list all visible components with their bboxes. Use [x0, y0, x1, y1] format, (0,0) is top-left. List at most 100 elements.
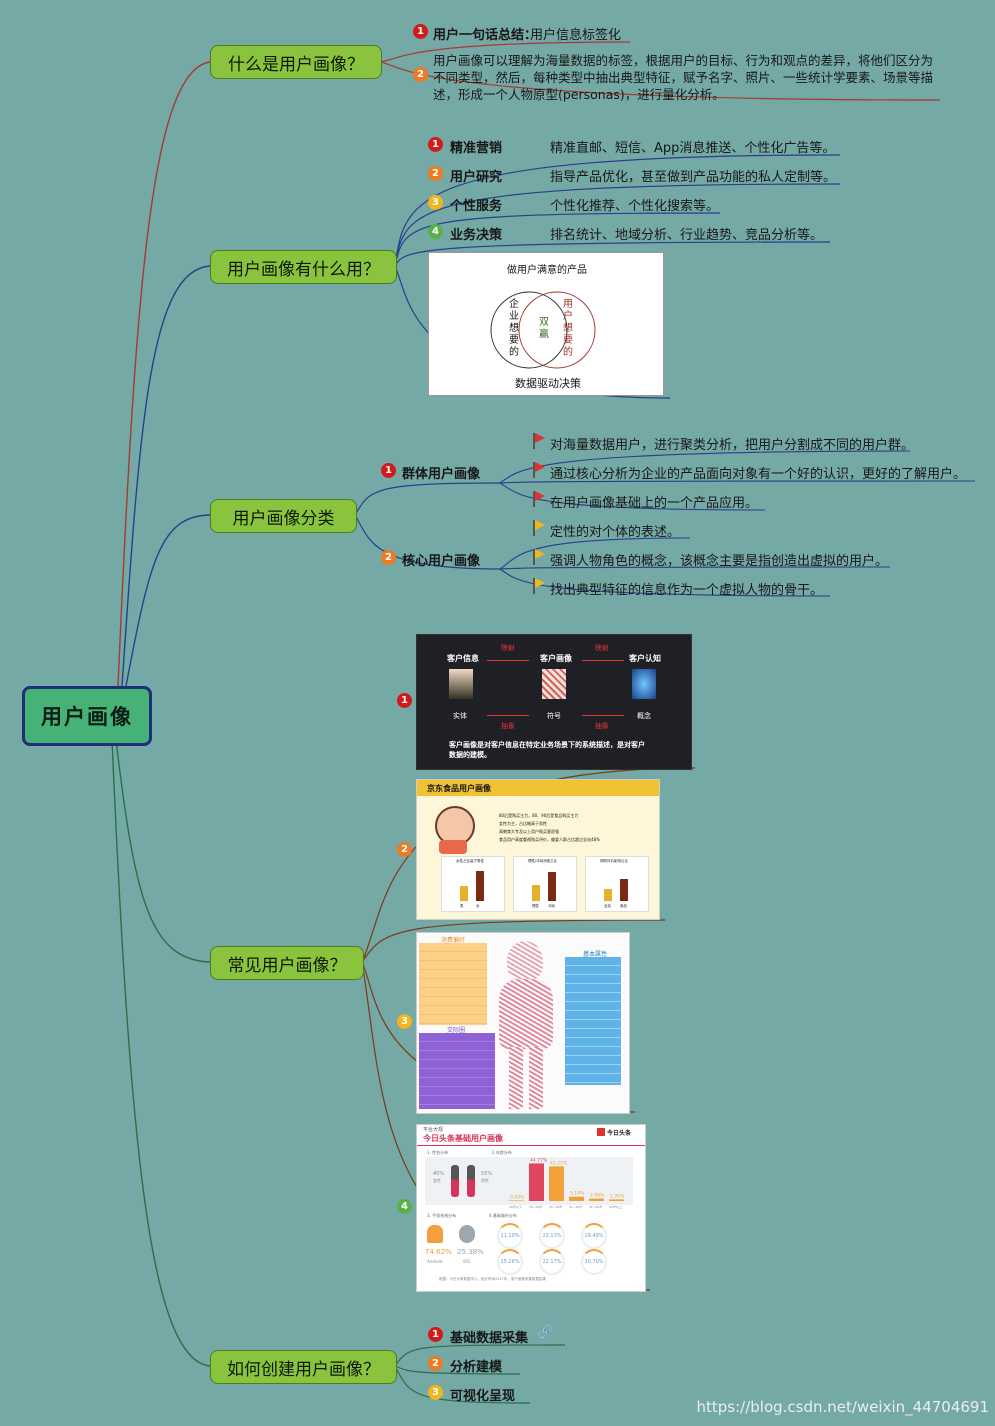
img4-header: 平台大观: [423, 1127, 444, 1133]
what-item1-label: 用户一句话总结：: [433, 28, 538, 43]
category-item: 找出典型特征的信息作为一个虚拟人物的骨干。: [550, 583, 824, 598]
img1-bottom: 符号: [547, 712, 561, 720]
jd-food-profile-image[interactable]: 京东食品用户画像 80后是购买主力，80、90后是食品购买主力 女性为主，占比略…: [416, 779, 660, 920]
number-badge: 4: [397, 1199, 412, 1214]
red-flag-icon: [532, 491, 546, 507]
age-bar-value: 5.14%: [570, 1191, 585, 1197]
age-bar-label: 18~24岁: [529, 1204, 542, 1209]
watermark: https://blog.csdn.net/weixin_44704691: [696, 1398, 989, 1416]
red-flag-icon: [532, 433, 546, 449]
branch-usage[interactable]: 用户画像有什么用？: [210, 250, 397, 284]
age-bar: [529, 1163, 544, 1201]
jd-bar-label: 理性: [532, 904, 539, 908]
category-item: 对海量数据用户，进行聚类分析，把用户分割成不同的用户群。: [550, 438, 915, 453]
persona-body-image[interactable]: 消费偏好 交际圈 基本属性: [416, 932, 630, 1114]
link-icon[interactable]: 🔗: [537, 1325, 554, 1340]
jd-chart-title: 网购评价影响占比: [600, 859, 628, 863]
number-badge: 2: [381, 550, 396, 565]
jd-bar: [532, 885, 540, 901]
jd-bar-label: 全站: [604, 904, 611, 908]
android-icon: [427, 1225, 443, 1243]
img4-female-label: 女性: [433, 1178, 441, 1183]
img1-arrow-label: 映射: [501, 644, 515, 652]
img4-android-label: Android: [427, 1259, 443, 1264]
img1-top: 客户画像: [540, 654, 572, 663]
img4-ios-label: iOS: [463, 1259, 470, 1264]
number-badge: 3: [428, 195, 443, 210]
branch-category[interactable]: 用户画像分类: [210, 499, 357, 533]
img2-bullet: 食品用户高度重视购买评价，偏爱人群占比超过全站48%: [499, 837, 600, 842]
number-badge: 1: [413, 24, 428, 39]
img1-arrow-label: 抽象: [595, 722, 609, 730]
use-item-desc: 排名统计、地域分析、行业趋势、竞品分析等。: [550, 228, 824, 243]
category-item: 通过核心分析为企业的产品面向对象有一个好的认识，更好的了解用户。: [550, 467, 967, 482]
central-topic[interactable]: 用户画像: [22, 686, 152, 746]
number-badge: 3: [428, 1385, 443, 1400]
jd-bar: [620, 879, 628, 901]
use-item-desc: 指导产品优化，甚至做到产品功能的私人定制等。: [550, 170, 837, 185]
img4-ios: 25.38%: [457, 1248, 484, 1256]
branch-create[interactable]: 如何创建用户画像？: [210, 1350, 397, 1384]
number-badge: 1: [428, 1327, 443, 1342]
toutiao-profile-image[interactable]: 平台大观 今日头条基础用户画像 今日头条 1. 性别分布 2.年龄分布 45% …: [416, 1124, 646, 1292]
what-item1-text: 用户信息标签化: [530, 28, 622, 43]
create-step: 基础数据采集: [450, 1331, 529, 1346]
jd-bar: [460, 885, 468, 901]
img1-arrow-label: 映射: [595, 644, 609, 652]
customer-profile-image[interactable]: 客户信息 客户画像 客户认知 映射 映射 实体 符号 概念 抽象 抽象 客户画像…: [416, 634, 692, 770]
img2-bullet: 80后是购买主力，80、90后是食品购买主力: [499, 813, 579, 818]
city-ring: 22.17%: [539, 1249, 565, 1275]
age-bar: [549, 1166, 564, 1201]
jd-mini-chart: 女性占比高于男性男女: [441, 856, 505, 912]
venn-diagram-image[interactable]: 做用户满意的产品 企业想要的 双赢 用户想要的 数据驱动决策: [428, 252, 664, 396]
city-ring: 19.49%: [581, 1223, 607, 1249]
img4-logo: 今日头条: [607, 1130, 632, 1137]
img1-caption: 客户画像是对客户信息在特定业务场景下的系统描述，是对客户数据的建模。: [449, 741, 645, 759]
img1-top: 客户信息: [447, 654, 479, 663]
city-ring: 22.13%: [539, 1223, 565, 1249]
number-badge: 2: [397, 842, 412, 857]
number-badge: 1: [381, 463, 396, 478]
img1-arrow-label: 抽象: [501, 722, 515, 730]
img4-female: 45%: [433, 1171, 445, 1177]
jd-bar-label: 冲动: [548, 904, 555, 908]
venn-right: 用户想要的: [563, 299, 573, 358]
img4-age-title: 2.年龄分布: [492, 1150, 512, 1155]
number-badge: 2: [428, 166, 443, 181]
age-bar-chart: 0.29%18岁以下44.77%18~24岁41.21%25~30岁5.14%3…: [509, 1157, 625, 1209]
jd-chart-title: 理性/冲动消费占比: [528, 859, 558, 863]
age-bar-label: 25~30岁: [549, 1204, 562, 1209]
use-item-title: 精准营销: [450, 141, 503, 156]
use-item-desc: 精准直邮、短信、App消息推送、个性化广告等。: [550, 141, 836, 156]
img1-bottom: 实体: [453, 712, 467, 720]
img4-title: 今日头条基础用户画像: [423, 1134, 503, 1143]
number-badge: 4: [428, 224, 443, 239]
age-bar-label: 41~50岁: [589, 1204, 602, 1209]
venn-title: 做用户满意的产品: [507, 265, 587, 276]
category-item: 在用户画像基础上的一个产品应用。: [550, 496, 759, 511]
yellow-flag-icon: [532, 578, 546, 594]
img3-bottom-header: 交际圈: [447, 1027, 466, 1034]
jd-bar-label: 男: [460, 904, 464, 908]
what-item2-text: 用户画像可以理解为海量数据的标签，根据用户的目标、行为和观点的差异，将他们区分为…: [433, 53, 934, 102]
age-bar-label: 50岁以上: [609, 1204, 622, 1209]
img3-right-header: 基本属性: [583, 951, 608, 958]
branch-common[interactable]: 常见用户画像？: [210, 946, 364, 980]
age-bar-value: 44.77%: [530, 1157, 548, 1163]
jd-bar-label: 食品: [620, 904, 627, 908]
img1-top: 客户认知: [629, 654, 661, 663]
age-bar-label: 18岁以下: [509, 1204, 522, 1209]
img4-city-title: 4.基础城市分布: [489, 1213, 517, 1218]
venn-circles: [490, 291, 596, 369]
jd-bar: [548, 871, 556, 901]
number-badge: 3: [397, 1014, 412, 1029]
img3-left-header: 消费偏好: [441, 937, 466, 944]
img4-android: 74.62%: [425, 1248, 452, 1256]
category-item: 强调人物角色的概念，该概念主要是指创造出虚拟的用户。: [550, 554, 889, 569]
use-item-title: 业务决策: [450, 228, 503, 243]
create-step: 分析建模: [450, 1360, 503, 1375]
yellow-flag-icon: [532, 549, 546, 565]
branch-what-is[interactable]: 什么是用户画像？: [210, 45, 382, 79]
number-badge: 1: [428, 137, 443, 152]
jd-bar-label: 女: [476, 904, 480, 908]
